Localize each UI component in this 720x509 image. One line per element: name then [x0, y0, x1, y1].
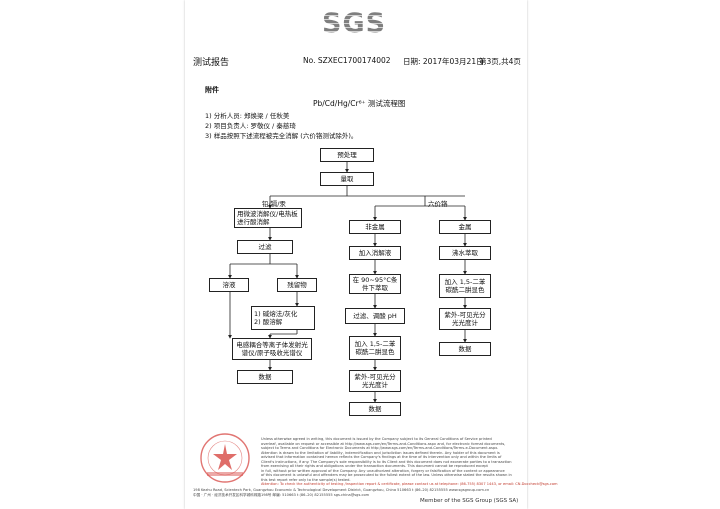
footer-line: Client's instructions, if any. The Compa… [261, 459, 512, 464]
footer-line: of this document is unlawful and offende… [261, 473, 512, 477]
box-filter-ph: 过滤、调酸 pH [345, 308, 405, 324]
certification-seal-icon [200, 433, 250, 483]
box-add-digest: 加入消解液 [349, 246, 401, 260]
box-add-dpc-right: 加入 1,5-二苯碳酰二肼显色 [439, 274, 491, 298]
page-number: 第3页,共4页 [479, 57, 521, 66]
footer-line: advised that information contained hereo… [261, 455, 502, 459]
note-digestion: 3) 样品按照下述流程被完全消解 (六价铬测试除外)。 [205, 132, 358, 140]
footer-address-en: 198 Kezhu Road, Scientech Park, Guangzho… [193, 488, 490, 492]
box-data-left: 数据 [237, 370, 293, 384]
box-add-dpc-middle: 加入 1,5-二苯碳酰二肼显色 [349, 336, 401, 360]
box-pretreatment: 预处理 [320, 148, 374, 162]
box-data-middle: 数据 [349, 402, 401, 416]
member-statement: Member of the SGS Group (SGS SA) [420, 498, 519, 504]
section-title: 附件 [205, 86, 219, 94]
report-number: No. SZXEC1700174002 [303, 56, 391, 65]
document-page: SGS 测试报告 No. SZXEC1700174002 日期: 2017年03… [185, 0, 558, 509]
note-analysts: 1) 分析人员: 郑焕梁 / 任秋美 [205, 112, 290, 120]
footer-line: in full, without prior written approval … [261, 468, 505, 473]
flowchart-connectors [228, 162, 467, 403]
box-alkali-fusion: 1) 碱熔法/灰化 2) 酸溶解 [251, 306, 315, 330]
report-title: 测试报告 [193, 58, 230, 68]
box-metal: 金属 [439, 220, 491, 234]
box-uv-vis-right: 紫外-可见光分光光度计 [439, 308, 491, 330]
footer-line: Attention is drawn to the limitation of … [261, 450, 500, 455]
box-extract-90-95: 在 90~95°C条件下萃取 [349, 274, 401, 294]
box-icp-aas: 电感耦合等离子体发射光谱仪/原子吸收光谱仪 [232, 338, 312, 360]
label-cr6: 六价铬 [428, 200, 448, 208]
note-supervisor: 2) 项目负责人: 罗敬仪 / 秦慈琦 [205, 122, 296, 130]
flowchart-title: Pb/Cd/Hg/Cr⁶⁺ 测试流程图 [313, 99, 406, 108]
box-nonmetal: 非金属 [349, 220, 401, 234]
box-data-right: 数据 [439, 342, 491, 356]
box-boiling-water: 沸水萃取 [439, 246, 491, 260]
label-pb-cd-hg: 铅/镉/汞 [262, 200, 286, 208]
footer-line: this test report refer only to the sampl… [261, 477, 351, 482]
box-solution: 溶液 [209, 278, 249, 292]
box-uv-vis-middle: 紫外-可见光分光光度计 [349, 370, 401, 392]
report-date: 日期: 2017年03月21日 [403, 57, 484, 66]
footer-line: Unless otherwise agreed in writing, this… [261, 437, 492, 441]
box-residue: 残留物 [277, 278, 317, 292]
footer-authenticity-note: Attention: To check the authenticity of … [261, 482, 558, 486]
footer-line: overleaf, available on request or access… [261, 441, 506, 446]
box-acid-digestion: 用微波消解仪/电热板进行酸消解 [234, 208, 302, 228]
box-filter-left: 过滤 [237, 240, 293, 254]
footer-line: subject to Terms and Conditions for Elec… [261, 446, 499, 450]
box-sampling: 量取 [320, 172, 374, 186]
footer-address-cn: 中国 · 广州 · 经济技术开发区科学城科珠路198号 邮编: 510663 t… [193, 492, 370, 497]
footer-line: from exercising all their rights and obl… [261, 464, 488, 468]
